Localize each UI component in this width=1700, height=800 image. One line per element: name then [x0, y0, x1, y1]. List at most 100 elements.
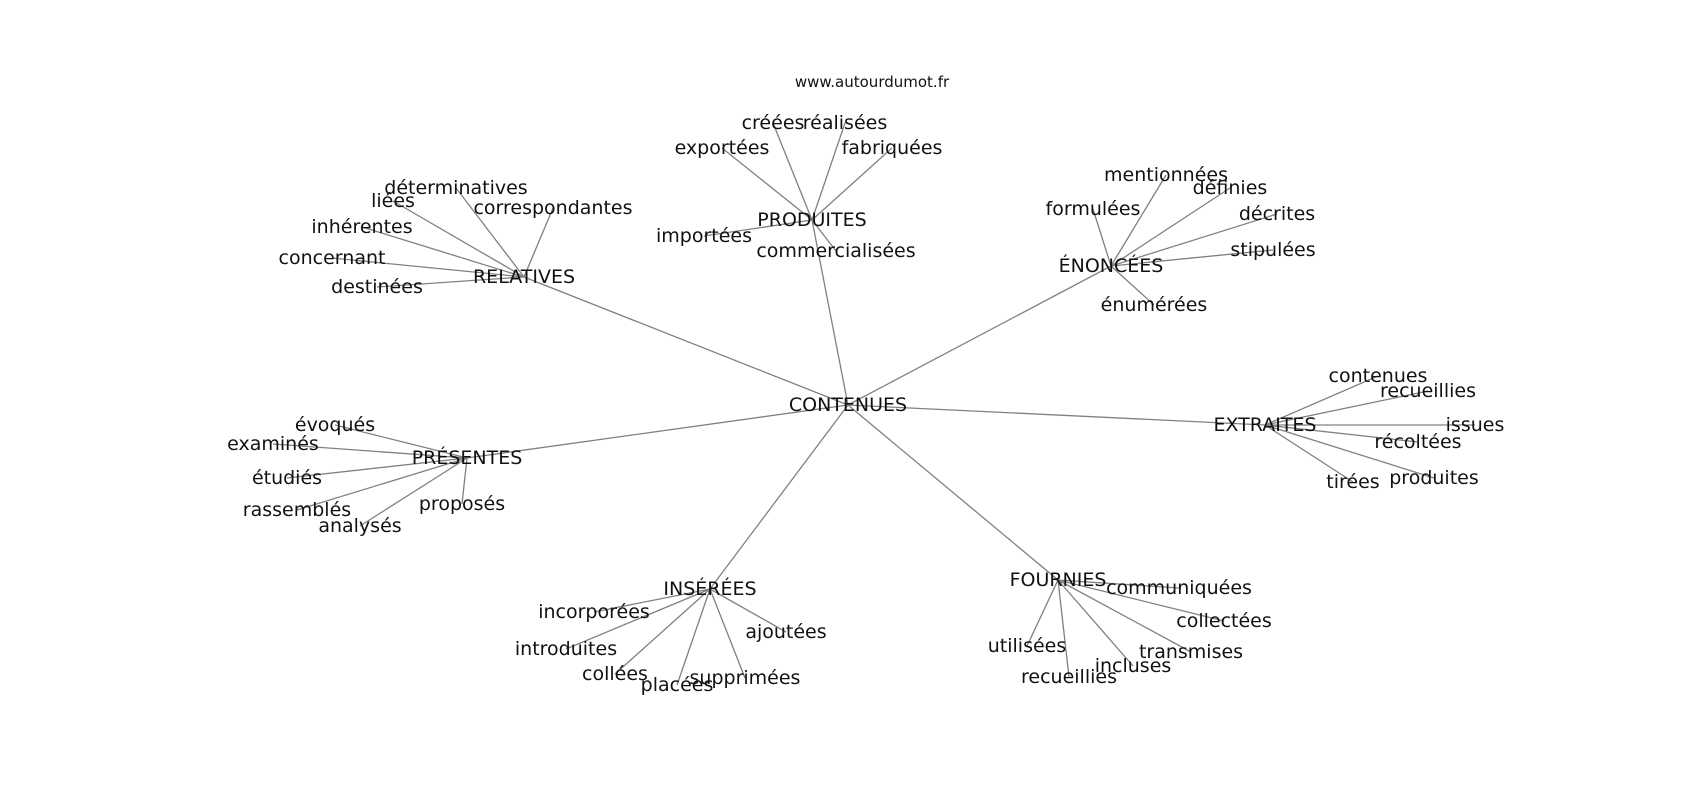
hub-word-inserees: INSÉRÉES — [663, 577, 756, 600]
graph-edges — [272, 122, 1475, 686]
edge-relatives-leaf — [455, 187, 525, 278]
leaf-word: examinés — [227, 433, 319, 455]
leaf-word: concernant — [279, 247, 386, 269]
leaf-word: recueillies — [1380, 380, 1476, 402]
edge-produites-leaf — [811, 147, 893, 221]
edge-enoncees-leaf — [1110, 249, 1274, 267]
leaf-word: introduites — [515, 638, 617, 660]
edge-enoncees-leaf — [1110, 213, 1278, 267]
edge-extraites-leaf — [1264, 424, 1354, 483]
leaf-word: créées — [742, 112, 805, 134]
edge-fournies-leaf — [1057, 579, 1180, 589]
leaf-word: collées — [582, 663, 648, 685]
edge-inserees-leaf — [709, 588, 746, 679]
edge-extraites-leaf — [1264, 424, 1435, 479]
leaf-word: décrites — [1239, 203, 1315, 225]
edge-enoncees-leaf — [1092, 208, 1112, 267]
leaf-word: collectées — [1176, 610, 1272, 632]
leaf-word: issues — [1446, 414, 1505, 436]
leaf-word: recueillies — [1021, 666, 1117, 688]
edge-presentes-leaf — [296, 457, 468, 511]
leaf-word: étudiés — [252, 467, 322, 489]
leaf-word: inhérentes — [311, 216, 412, 238]
edge-inserees-leaf — [593, 588, 711, 613]
leaf-word: produites — [1389, 467, 1479, 489]
edge-presentes-leaf — [461, 457, 468, 505]
leaf-word: récoltées — [1374, 431, 1461, 453]
edge-root-extraites — [847, 404, 1266, 426]
edge-inserees-leaf — [614, 588, 711, 675]
edge-fournies-leaf — [1057, 579, 1192, 653]
edge-root-produites — [811, 219, 849, 406]
edge-produites-leaf — [811, 122, 846, 221]
edge-presentes-leaf — [334, 424, 468, 459]
edge-enoncees-leaf — [1110, 174, 1167, 267]
edge-relatives-leaf — [376, 276, 525, 288]
leaf-word: énumérées — [1101, 294, 1208, 316]
leaf-word: utilisées — [988, 635, 1067, 657]
hub-word-fournies: FOURNIES — [1010, 569, 1107, 591]
leaf-word: formulées — [1046, 198, 1141, 220]
hub-word-extraites: EXTRAITES — [1214, 414, 1317, 436]
edge-extraites-leaf — [1264, 375, 1379, 426]
leaf-word: liées — [371, 190, 415, 212]
edge-root-inserees — [709, 404, 849, 590]
leaf-word: destinées — [331, 276, 423, 298]
leaf-word: évoqués — [295, 414, 375, 436]
hub-word-relatives: RELATIVES — [473, 266, 575, 288]
leaf-word: réalisées — [803, 112, 887, 134]
edge-produites-leaf — [703, 219, 813, 237]
edge-presentes-leaf — [359, 457, 468, 527]
edge-enoncees-leaf — [1110, 187, 1231, 267]
hub-word-enoncees: ÉNONCÉES — [1059, 254, 1164, 277]
hub-word-produites: PRODUITES — [757, 209, 866, 231]
root-word: CONTENUES — [789, 394, 907, 416]
edge-presentes-leaf — [286, 457, 468, 479]
leaf-word: incluses — [1095, 655, 1172, 677]
edge-root-relatives — [523, 276, 849, 406]
leaf-word: tirées — [1326, 471, 1379, 493]
edge-fournies-leaf — [1026, 579, 1059, 647]
edge-produites-leaf — [772, 122, 813, 221]
edge-inserees-leaf — [565, 588, 711, 650]
leaf-word: ajoutées — [745, 621, 826, 643]
leaf-word: supprimées — [690, 667, 801, 689]
leaf-word: stipulées — [1230, 239, 1315, 261]
leaf-word: commercialisées — [756, 240, 915, 262]
edge-extraites-leaf — [1264, 424, 1419, 443]
leaf-word: contenues — [1329, 365, 1428, 387]
leaf-word: exportées — [675, 137, 770, 159]
leaf-word: fabriquées — [842, 137, 943, 159]
source-label: www.autourdumot.fr — [795, 73, 950, 91]
leaf-word: proposés — [419, 493, 505, 515]
edge-relatives-leaf — [523, 207, 554, 278]
edge-relatives-leaf — [392, 200, 525, 278]
edge-fournies-leaf — [1057, 579, 1225, 622]
leaf-word: mentionnées — [1104, 164, 1228, 186]
edge-root-presentes — [466, 404, 849, 459]
edge-produites-leaf — [811, 219, 837, 252]
leaf-word: rassemblés — [243, 499, 351, 521]
leaf-word: incorporées — [538, 601, 650, 623]
edge-relatives-leaf — [331, 257, 525, 278]
leaf-word: placées — [641, 674, 714, 696]
leaf-word: importées — [656, 225, 752, 247]
leaf-word: analysés — [318, 515, 401, 537]
leaf-word: définies — [1193, 177, 1268, 199]
edge-enoncees-leaf — [1110, 265, 1155, 306]
leaf-word: transmises — [1139, 641, 1243, 663]
hub-word-presentes: PRÉSENTES — [412, 446, 523, 469]
edge-produites-leaf — [721, 147, 813, 221]
edge-root-fournies — [847, 404, 1059, 581]
leaf-word: communiquées — [1106, 577, 1252, 599]
edge-root-enoncees — [847, 265, 1112, 406]
edge-extraites-leaf — [1264, 390, 1429, 426]
edge-fournies-leaf — [1057, 579, 1134, 667]
edge-inserees-leaf — [709, 588, 787, 633]
leaf-word: correspondantes — [473, 197, 632, 219]
edge-presentes-leaf — [272, 443, 468, 459]
edge-fournies-leaf — [1057, 579, 1070, 678]
edge-inserees-leaf — [676, 588, 711, 686]
